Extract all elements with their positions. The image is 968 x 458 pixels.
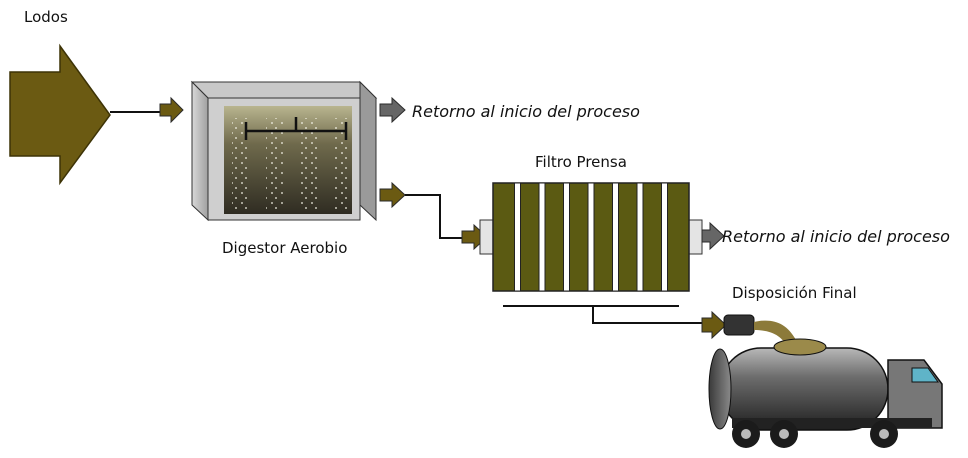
filter-press xyxy=(479,182,706,324)
filter-return-label: Retorno al inicio del proceso xyxy=(722,227,950,246)
discharge-spout xyxy=(723,314,755,336)
aerobic-digester xyxy=(190,80,378,222)
filter-plate-divider xyxy=(636,182,644,292)
filter-plate-divider xyxy=(661,182,668,292)
filter-return-arrow xyxy=(701,221,725,251)
digester-inlet-arrow xyxy=(159,96,184,124)
sludge-input-arrow xyxy=(9,43,111,186)
disposal-arrow xyxy=(701,310,727,340)
filter-plate-divider xyxy=(587,182,595,292)
filter-plate-divider xyxy=(612,182,619,292)
disposal-label: Disposición Final xyxy=(732,284,857,302)
digester-to-filter-pipe xyxy=(405,194,466,239)
digester-label: Digestor Aerobio xyxy=(222,239,348,257)
filter-label: Filtro Prensa xyxy=(535,153,627,171)
filter-plates xyxy=(514,182,668,292)
filter-plate-divider xyxy=(563,182,570,292)
filter-plate-divider xyxy=(538,182,546,292)
filter-plate-divider xyxy=(514,182,521,292)
digester-return-label: Retorno al inicio del proceso xyxy=(412,102,640,121)
digester-return-arrow xyxy=(379,96,406,124)
tanker-truck xyxy=(708,338,943,448)
digester-outlet-arrow xyxy=(379,181,406,209)
input-label: Lodos xyxy=(24,8,68,26)
